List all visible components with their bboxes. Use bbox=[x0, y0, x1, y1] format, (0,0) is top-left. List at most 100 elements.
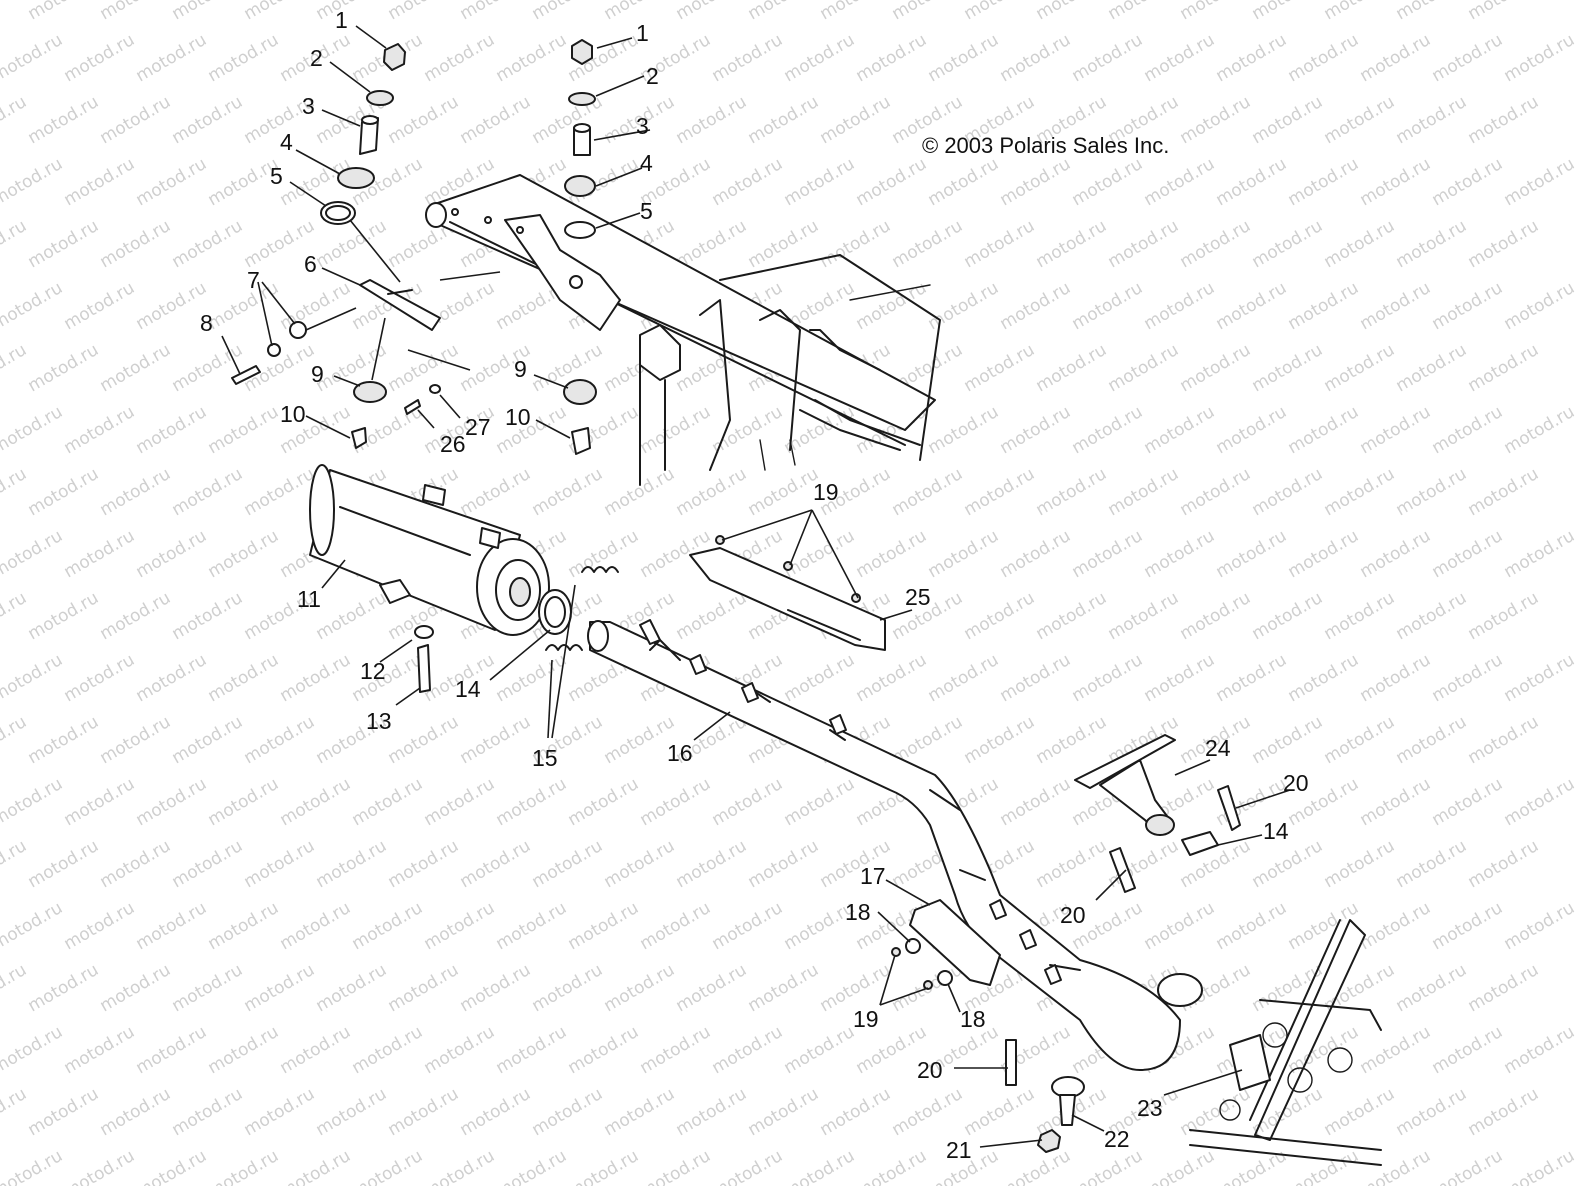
watermark-text: motod.ru bbox=[1357, 278, 1435, 334]
watermark-text: motod.ru bbox=[205, 1022, 283, 1078]
watermark-text: motod.ru bbox=[277, 774, 355, 830]
watermark-text: motod.ru bbox=[961, 712, 1039, 768]
watermark-text: motod.ru bbox=[0, 836, 30, 892]
watermark-text: motod.ru bbox=[1501, 774, 1579, 830]
stud-22 bbox=[1059, 1094, 1076, 1126]
watermark-text: motod.ru bbox=[745, 0, 823, 24]
watermark-text: motod.ru bbox=[961, 340, 1039, 396]
left-grommet bbox=[337, 167, 375, 189]
watermark-text: motod.ru bbox=[781, 774, 859, 830]
watermark-text: motod.ru bbox=[637, 898, 715, 954]
watermark-text: motod.ru bbox=[385, 1084, 463, 1140]
watermark-text: motod.ru bbox=[169, 960, 247, 1016]
watermark-text: motod.ru bbox=[457, 836, 535, 892]
watermark-text: motod.ru bbox=[781, 30, 859, 86]
watermark-text: motod.ru bbox=[1033, 340, 1111, 396]
watermark-text: motod.ru bbox=[961, 588, 1039, 644]
watermark-text: motod.ru bbox=[97, 1084, 175, 1140]
watermark-text: motod.ru bbox=[205, 402, 283, 458]
watermark-text: motod.ru bbox=[745, 960, 823, 1016]
callout-7: 7 bbox=[247, 267, 260, 293]
watermark-text: motod.ru bbox=[241, 464, 319, 520]
watermark-text: motod.ru bbox=[1501, 154, 1579, 210]
callout-9-left: 9 bbox=[311, 361, 324, 387]
watermark-text: motod.ru bbox=[0, 774, 66, 830]
watermark-text: motod.ru bbox=[133, 30, 211, 86]
watermark-text: motod.ru bbox=[1357, 526, 1435, 582]
watermark-text: motod.ru bbox=[1393, 960, 1471, 1016]
watermark-text: motod.ru bbox=[529, 0, 607, 24]
watermark-text: motod.ru bbox=[1429, 526, 1507, 582]
watermark-text: motod.ru bbox=[0, 960, 30, 1016]
callout-18-bottom: 18 bbox=[960, 1006, 986, 1032]
watermark-text: motod.ru bbox=[1249, 340, 1327, 396]
watermark-text: motod.ru bbox=[1285, 1022, 1363, 1078]
right-washer bbox=[568, 92, 596, 106]
watermark-text: motod.ru bbox=[205, 774, 283, 830]
watermark-text: motod.ru bbox=[817, 1084, 895, 1140]
watermark-text: motod.ru bbox=[1321, 92, 1399, 148]
watermark-text: motod.ru bbox=[1465, 92, 1543, 148]
watermark-text: motod.ru bbox=[673, 960, 751, 1016]
watermark-text: motod.ru bbox=[421, 774, 499, 830]
callout-15: 15 bbox=[532, 745, 558, 771]
watermark-text: motod.ru bbox=[1501, 1146, 1579, 1186]
watermark-text: motod.ru bbox=[1465, 588, 1543, 644]
watermark-text: motod.ru bbox=[169, 712, 247, 768]
watermark-text: motod.ru bbox=[1285, 898, 1363, 954]
watermark-text: motod.ru bbox=[1069, 30, 1147, 86]
watermark-text: motod.ru bbox=[817, 92, 895, 148]
watermark-text: motod.ru bbox=[673, 464, 751, 520]
watermark-text: motod.ru bbox=[997, 154, 1075, 210]
watermark-text: motod.ru bbox=[1033, 216, 1111, 272]
watermark-text: motod.ru bbox=[1429, 650, 1507, 706]
watermark-text: motod.ru bbox=[1177, 464, 1255, 520]
watermark-text: motod.ru bbox=[925, 154, 1003, 210]
watermark-text: motod.ru bbox=[1429, 774, 1507, 830]
callout-14-left: 14 bbox=[455, 676, 481, 702]
watermark-text: motod.ru bbox=[1465, 216, 1543, 272]
watermark-text: motod.ru bbox=[853, 526, 931, 582]
watermark-text: motod.ru bbox=[529, 464, 607, 520]
watermark-text: motod.ru bbox=[1249, 712, 1327, 768]
watermark-text: motod.ru bbox=[565, 1146, 643, 1186]
watermark-text: motod.ru bbox=[97, 464, 175, 520]
nut-21 bbox=[1037, 1129, 1061, 1153]
watermark-text: motod.ru bbox=[781, 154, 859, 210]
watermark-text: motod.ru bbox=[61, 278, 139, 334]
watermark-text: motod.ru bbox=[25, 712, 103, 768]
watermark-text: motod.ru bbox=[961, 0, 1039, 24]
watermark-text: motod.ru bbox=[385, 340, 463, 396]
lower-heat-shield bbox=[909, 899, 1001, 986]
callout-20-bottom: 20 bbox=[917, 1057, 943, 1083]
bolt bbox=[231, 365, 261, 385]
watermark-text: motod.ru bbox=[637, 774, 715, 830]
watermark-text: motod.ru bbox=[853, 154, 931, 210]
watermark-text: motod.ru bbox=[0, 898, 66, 954]
watermark-text: motod.ru bbox=[1033, 712, 1111, 768]
right-mount-stack bbox=[563, 39, 597, 455]
washer-a bbox=[289, 321, 307, 339]
watermark-text: motod.ru bbox=[1033, 464, 1111, 520]
watermark-text: motod.ru bbox=[457, 960, 535, 1016]
watermark-text: motod.ru bbox=[997, 278, 1075, 334]
watermark-text: motod.ru bbox=[1249, 960, 1327, 1016]
watermark-text: motod.ru bbox=[1213, 154, 1291, 210]
watermark-text: motod.ru bbox=[97, 92, 175, 148]
watermark-text: motod.ru bbox=[1213, 526, 1291, 582]
watermark-text: motod.ru bbox=[1357, 402, 1435, 458]
watermark-text: motod.ru bbox=[349, 774, 427, 830]
watermark-text: motod.ru bbox=[133, 774, 211, 830]
watermark-text: motod.ru bbox=[1285, 402, 1363, 458]
watermark-text: motod.ru bbox=[1141, 1146, 1219, 1186]
watermark-text: motod.ru bbox=[421, 898, 499, 954]
watermark-text: motod.ru bbox=[61, 526, 139, 582]
callout-19-bottom: 19 bbox=[853, 1006, 879, 1032]
watermark-text: motod.ru bbox=[1105, 464, 1183, 520]
watermark-text: motod.ru bbox=[61, 1146, 139, 1186]
watermark-text: motod.ru bbox=[1249, 0, 1327, 24]
muffler bbox=[309, 464, 550, 693]
heat-shield-bracket bbox=[359, 279, 441, 331]
watermark-text: motod.ru bbox=[457, 92, 535, 148]
